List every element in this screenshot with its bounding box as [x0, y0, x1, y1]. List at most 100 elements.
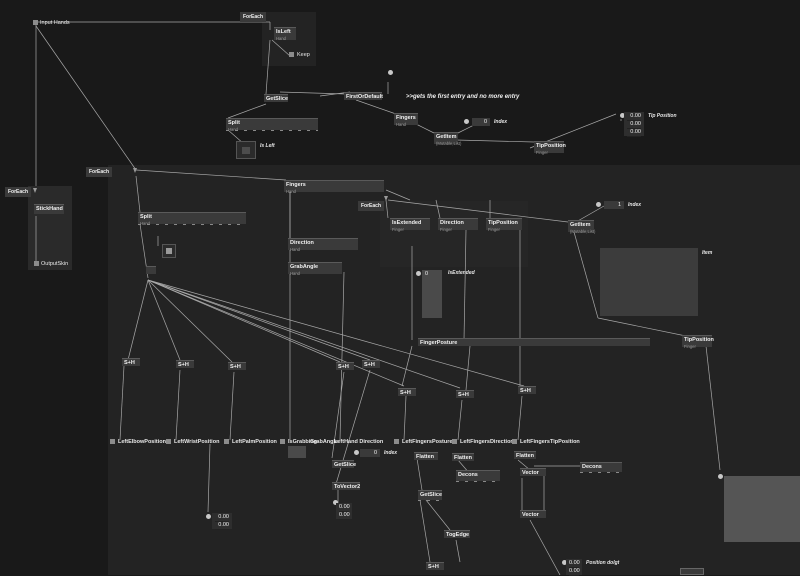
sh-node-5[interactable]: S+H [362, 360, 380, 368]
decons-node-1[interactable]: Decons [456, 470, 500, 482]
left-elbow-label: LeftElbowPosition [118, 439, 166, 445]
node-title: S+H [400, 390, 411, 396]
foreach-tag-1[interactable]: ForEach [240, 12, 267, 22]
sh-node-4[interactable]: S+H [336, 362, 354, 370]
getitem-node-1[interactable]: GetItem (Mutable,List) [434, 132, 461, 145]
foreach-tag-2[interactable]: ForEach [86, 167, 113, 177]
left-hand-direction-label: LeftHand Direction [334, 439, 384, 445]
node-subtitle: Finger [488, 226, 500, 232]
tipposition-node-2[interactable]: TipPosition Finger [682, 335, 714, 349]
tip-position-dot[interactable] [620, 113, 625, 118]
node-title: ToVector2 [334, 484, 361, 490]
index-1-dot[interactable] [464, 119, 469, 124]
node-title: GetSlice [420, 492, 443, 498]
tipposition-node-1[interactable]: TipPosition Finger [534, 141, 566, 154]
node-subtitle: Finger [684, 343, 696, 349]
tovector2-node[interactable]: ToVector2 [332, 482, 360, 490]
palm-values: 0.00 0.00 [212, 513, 232, 530]
flatten-node-2[interactable]: Flatten [452, 453, 474, 461]
left-palm-pin[interactable] [224, 439, 229, 444]
node-title: Split [228, 120, 240, 126]
output-skin-label: OutputSkin [41, 261, 69, 267]
left-fingers-tip-pin[interactable] [512, 439, 517, 444]
left-wrist-pin[interactable] [166, 439, 171, 444]
renderer-dot[interactable] [718, 474, 723, 479]
is-extended-value: 0 [422, 270, 442, 318]
node-title: S+H [520, 388, 531, 394]
node-title: TogEdge [446, 532, 470, 538]
grab-values-dot[interactable] [333, 500, 338, 505]
node-title: Direction [440, 220, 464, 226]
node-title: FingerPosture [420, 340, 458, 346]
flatten-node-3[interactable]: Flatten [514, 451, 536, 459]
isleft-node[interactable]: IsLeft Hand [274, 27, 296, 40]
sh-node-9[interactable]: S+H [426, 562, 444, 570]
decons-node-2[interactable]: Decons [580, 462, 622, 473]
vector-node-1[interactable]: Vector [520, 468, 546, 476]
node-subtitle: Finger [392, 226, 404, 232]
left-fingers-posture-pin[interactable] [394, 439, 399, 444]
node-title: Fingers [286, 182, 306, 188]
sh-node-3[interactable]: S+H [228, 362, 246, 370]
input-hands-pin[interactable] [33, 20, 38, 25]
firstordefault-node[interactable]: FirstOrDefault [344, 92, 383, 100]
grab-toggle[interactable] [288, 446, 306, 458]
togedge-node[interactable]: TogEdge [444, 530, 470, 538]
index-1-input[interactable]: 0 [472, 118, 490, 126]
palm-value-1: 0.00 [215, 514, 229, 522]
node-title: Direction [290, 240, 314, 246]
renderer-panel[interactable] [724, 476, 800, 542]
getslice-small-node[interactable] [146, 266, 156, 274]
getslice-node-1[interactable]: GetSlice [264, 94, 288, 102]
left-elbow-pin[interactable] [110, 439, 115, 444]
firstordefault-input-dot[interactable] [388, 70, 393, 75]
is-left-label: Is Left [260, 143, 275, 149]
node-title: GetSlice [266, 96, 289, 102]
fingers-node-1[interactable]: Fingers Hand [394, 113, 418, 126]
tipposition-finger-node[interactable]: TipPosition Finger [486, 218, 522, 232]
index-3-dot[interactable] [354, 450, 359, 455]
sh-node-7[interactable]: S+H [456, 390, 474, 398]
output-skin-pin[interactable] [34, 261, 39, 266]
left-fingers-direction-pin[interactable] [452, 439, 457, 444]
sh-node-6[interactable]: S+H [398, 388, 416, 396]
stickhand-node[interactable]: StickHand [34, 204, 64, 214]
index-1-label: Index [494, 119, 508, 125]
index-2-input[interactable]: 1 [604, 201, 624, 209]
is-extended-dot[interactable] [416, 271, 421, 276]
sh-node-2[interactable]: S+H [176, 360, 194, 368]
foreach-region-left [28, 186, 72, 270]
node-subtitle: Hand [276, 35, 287, 41]
sh-node-8[interactable]: S+H [518, 386, 536, 394]
getitem-node-2[interactable]: GetItem (Mutable,List) [568, 220, 596, 234]
node-subtitle: Finger [440, 226, 452, 232]
node-subtitle: (Mutable,List) [570, 228, 596, 234]
keep-pin[interactable] [289, 52, 294, 57]
item-renderer-panel[interactable] [600, 248, 698, 316]
is-grabbing-pin[interactable] [280, 439, 285, 444]
grabangle-node[interactable]: GrabAngle Hand [288, 262, 342, 275]
split-node-2[interactable]: Split Hand [138, 212, 246, 225]
palm-values-dot[interactable] [206, 514, 211, 519]
getslice-node-2[interactable]: GetSlice [332, 460, 357, 468]
node-title: GetSlice [334, 462, 357, 468]
flatten-node-1[interactable]: Flatten [414, 452, 438, 460]
isextended-node[interactable]: IsExtended Finger [390, 218, 430, 232]
split-node-1[interactable]: Split Hand [226, 118, 318, 131]
sh-node-1[interactable]: S+H [122, 358, 140, 366]
getslice-node-3[interactable]: GetSlice [418, 490, 443, 501]
node-title: TipPosition [488, 220, 518, 226]
fingerposture-node[interactable]: FingerPosture [418, 338, 650, 346]
direction-hand-node[interactable]: Direction Hand [288, 238, 358, 251]
index-2-dot[interactable] [596, 202, 601, 207]
bottom-right-node[interactable] [680, 568, 704, 575]
direction-finger-node[interactable]: Direction Finger [438, 218, 478, 232]
index-3-input[interactable]: 0 [360, 449, 380, 457]
left-palm-label: LeftPalmPosition [232, 439, 277, 445]
node-title: Flatten [454, 455, 473, 461]
foreach-tag-4[interactable]: ForEach [358, 201, 385, 211]
position-dolgt-dot[interactable] [562, 560, 567, 565]
foreach-tag-3[interactable]: ForEach [5, 187, 32, 197]
vector-node-2[interactable]: Vector [520, 510, 546, 518]
fingers-node-2[interactable]: Fingers Hand [284, 180, 384, 193]
